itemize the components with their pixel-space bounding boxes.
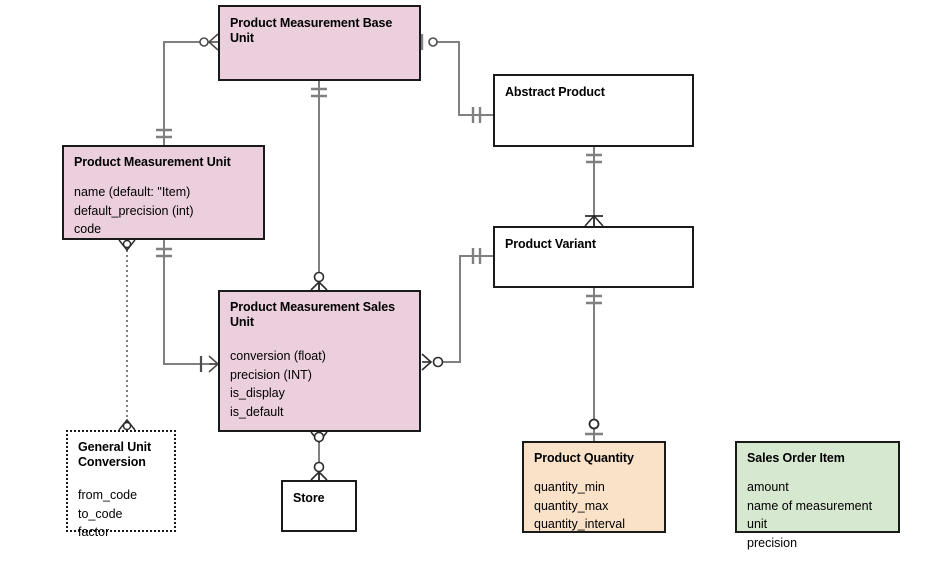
entity-attribute: is_default (230, 404, 284, 419)
edge-measurement-unit-to-sales-unit (156, 240, 220, 373)
entity-title: Product Measurement Unit (74, 155, 231, 169)
entity-product_measurement_unit[interactable]: Product Measurement Unit name (default: "… (62, 145, 265, 240)
entity-attribute: name (default: "Item) (74, 185, 191, 199)
edge-sales-unit-to-product-variant (421, 248, 493, 371)
entity-title: Product Quantity (534, 451, 634, 465)
entity-attribute: unit (747, 517, 768, 531)
entity-attribute: from_code (78, 488, 138, 502)
entity-attribute: is_display (230, 386, 285, 400)
entity-product_quantity[interactable]: Product Quantity quantity_min quantity_max… (522, 441, 666, 533)
entity-attribute-list: name (default: "Item) default_precision (… (74, 183, 259, 239)
entity-product_measurement_base_unit[interactable]: Product Measurement Base Unit (218, 5, 421, 81)
entity-attribute-list: quantity_min quantity_max quantity_interva… (534, 478, 660, 534)
entity-attribute: quantity_interval (534, 517, 626, 531)
entity-store[interactable]: Store (281, 480, 357, 532)
entity-attribute-list: amount name of measurement unit precision (747, 478, 894, 552)
entity-title: Store (293, 491, 325, 505)
entity-abstract_product[interactable]: Abstract Product (493, 74, 694, 147)
entity-product_measurement_sales_unit[interactable]: Product Measurement Sales Unit conversion… (218, 290, 421, 432)
entity-attribute: precision (INT) (230, 367, 312, 382)
edge-abstract-product-to-product-variant (584, 147, 604, 227)
entity-attribute: quantity_max (534, 498, 609, 513)
edge-base-unit-to-measurement-unit (156, 33, 219, 145)
entity-attribute: amount (747, 480, 789, 494)
entity-attribute: name of measurement (747, 498, 873, 513)
entity-product_variant[interactable]: Product Variant (493, 226, 694, 288)
entity-attribute: quantity_min (534, 480, 605, 494)
edge-measurement-unit-to-general-unit-conversion (118, 239, 136, 431)
edge-product-variant-to-product-quantity (585, 288, 603, 441)
edge-base-unit-to-sales-unit (310, 81, 328, 291)
edge-base-unit-to-abstract-product (420, 34, 493, 123)
entity-attribute: factor (78, 525, 110, 539)
entity-title: Product Variant (505, 237, 596, 251)
edge-sales-unit-to-store (310, 431, 328, 481)
entity-title: General Unit Conversion (78, 440, 152, 469)
entity-title: Abstract Product (505, 85, 605, 99)
entity-attribute: conversion (float) (230, 349, 326, 363)
entity-attribute: precision (747, 535, 798, 550)
entity-attribute-list: conversion (float) precision (INT) is_disp… (230, 347, 415, 421)
entity-attribute: default_precision (int) (74, 203, 194, 218)
entity-title: Product Measurement Base Unit (230, 16, 393, 45)
entity-title: Product Measurement Sales Unit (230, 300, 395, 329)
entity-sales_order_item[interactable]: Sales Order Item amount name of measuremen… (735, 441, 900, 550)
entity-title: Sales Order Item (747, 451, 845, 465)
entity-attribute: to_code (78, 506, 123, 521)
entity-attribute: code (74, 222, 102, 236)
